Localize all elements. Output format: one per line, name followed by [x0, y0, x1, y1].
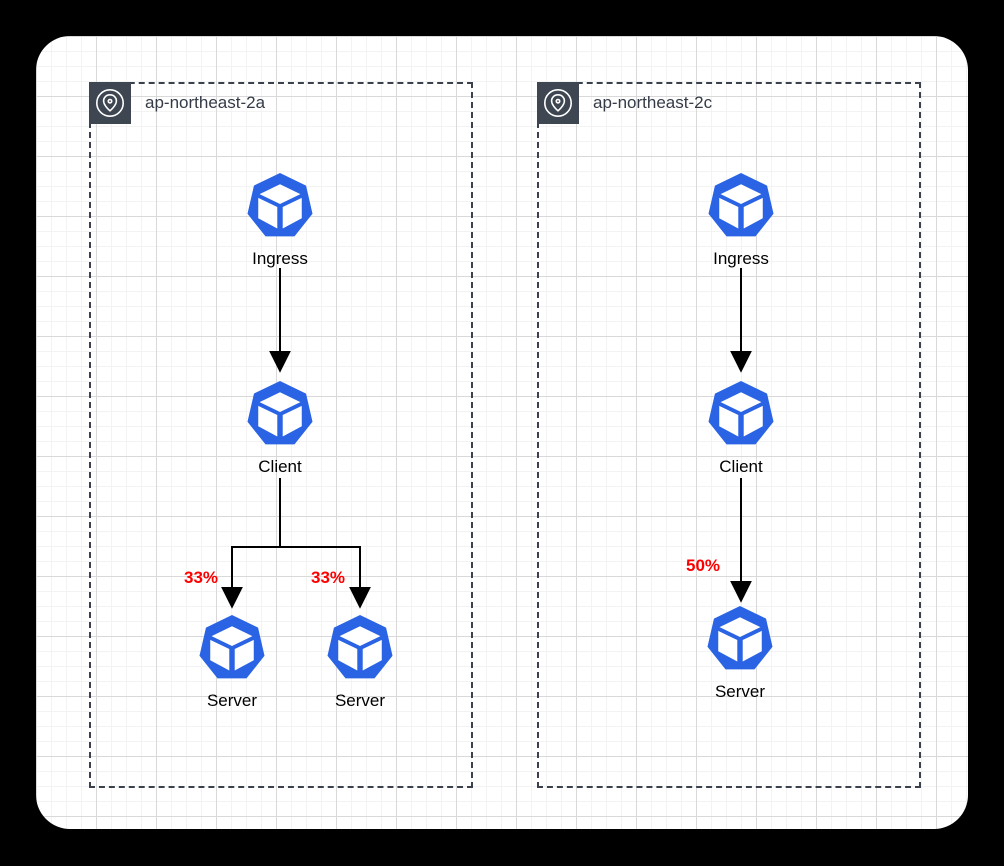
node-label: Server	[334, 691, 386, 710]
kubernetes-pod-icon	[327, 615, 393, 679]
kubernetes-pod-icon	[247, 381, 313, 445]
edge-weight-label: 50%	[685, 556, 721, 575]
node-label: Client	[719, 457, 763, 476]
edge-weight-label: 33%	[310, 568, 346, 587]
node-ingress: Ingress	[220, 170, 340, 269]
node-server-2: Server	[300, 612, 420, 711]
zone-badge	[537, 82, 579, 124]
kubernetes-pod-icon	[708, 173, 774, 237]
node-label: Server	[714, 682, 766, 701]
node-label: Ingress	[713, 249, 769, 268]
node-client: Client	[681, 378, 801, 477]
zone-header: ap-northeast-2c	[537, 82, 712, 124]
kubernetes-pod-icon	[708, 381, 774, 445]
diagram-canvas: ap-northeast-2a ap-northeast-2c Ingress …	[36, 36, 968, 829]
kubernetes-pod-icon	[199, 615, 265, 679]
node-ingress: Ingress	[681, 170, 801, 269]
node-label: Server	[206, 691, 258, 710]
zone-label: ap-northeast-2a	[145, 93, 266, 112]
edge-weight-label: 33%	[183, 568, 219, 587]
location-pin-icon	[96, 89, 124, 117]
zone-header: ap-northeast-2a	[89, 82, 265, 124]
node-label: Client	[258, 457, 302, 476]
zone-panel-ap-northeast-2c: ap-northeast-2c	[537, 82, 921, 788]
kubernetes-pod-icon	[247, 173, 313, 237]
zone-panel-ap-northeast-2a: ap-northeast-2a	[89, 82, 473, 788]
node-label: Ingress	[252, 249, 308, 268]
node-client: Client	[220, 378, 340, 477]
zone-label: ap-northeast-2c	[593, 93, 713, 112]
node-server-1: Server	[172, 612, 292, 711]
zone-badge	[89, 82, 131, 124]
kubernetes-pod-icon	[707, 606, 773, 670]
location-pin-icon	[543, 89, 573, 117]
node-server: Server	[680, 603, 800, 702]
